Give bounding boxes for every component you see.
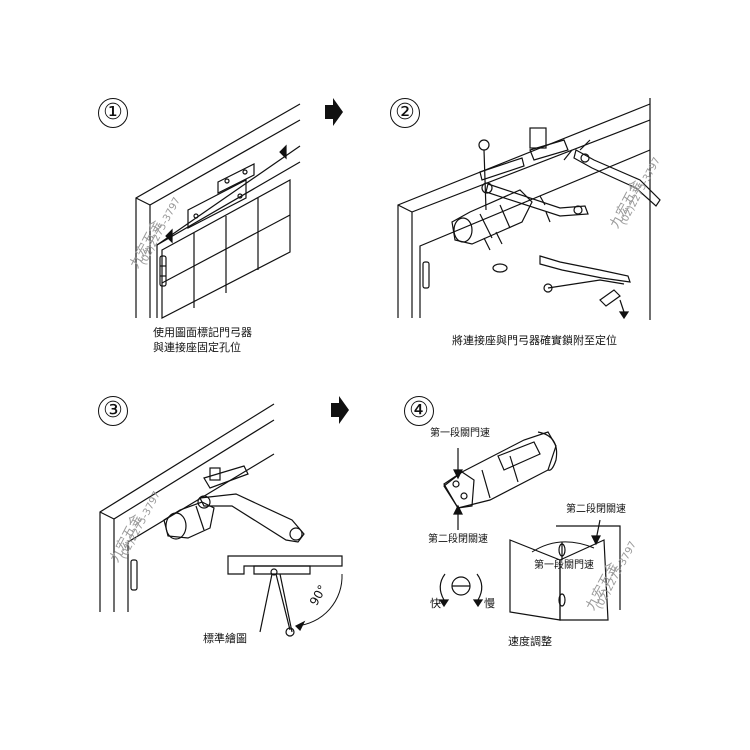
step-number-1: ① — [98, 98, 128, 128]
step-number-2: ② — [390, 98, 420, 128]
caption-step-1-line-2: 與連接座固定孔位 — [153, 341, 241, 354]
panel-2-drawing — [397, 98, 661, 320]
next-arrow-1 — [325, 98, 343, 126]
caption-step-4: 速度調整 — [508, 635, 552, 648]
label-second-stage-close-right: 第二段閉關速 — [566, 504, 626, 515]
label-fast: 快 — [430, 597, 441, 610]
caption-step-2: 將連接座與門弓器確實鎖附至定位 — [452, 334, 617, 347]
step-number-4: ④ — [404, 396, 434, 426]
step-number-3: ③ — [98, 396, 128, 426]
caption-step-3: 標準繪圖 — [203, 632, 247, 645]
panel-4-drawing — [438, 431, 621, 621]
caption-step-1-line-1: 使用圖面標記門弓器 — [153, 326, 252, 339]
label-second-stage-close-left: 第二段閉關速 — [428, 534, 488, 545]
label-first-stage-close: 第一段關門速 — [430, 428, 490, 439]
panel-3-drawing — [99, 403, 343, 637]
label-first-stage-close-door: 第一段關門速 — [534, 560, 594, 571]
next-arrow-2 — [331, 396, 349, 424]
label-slow: 慢 — [484, 597, 495, 610]
panel-1-drawing — [135, 103, 301, 319]
